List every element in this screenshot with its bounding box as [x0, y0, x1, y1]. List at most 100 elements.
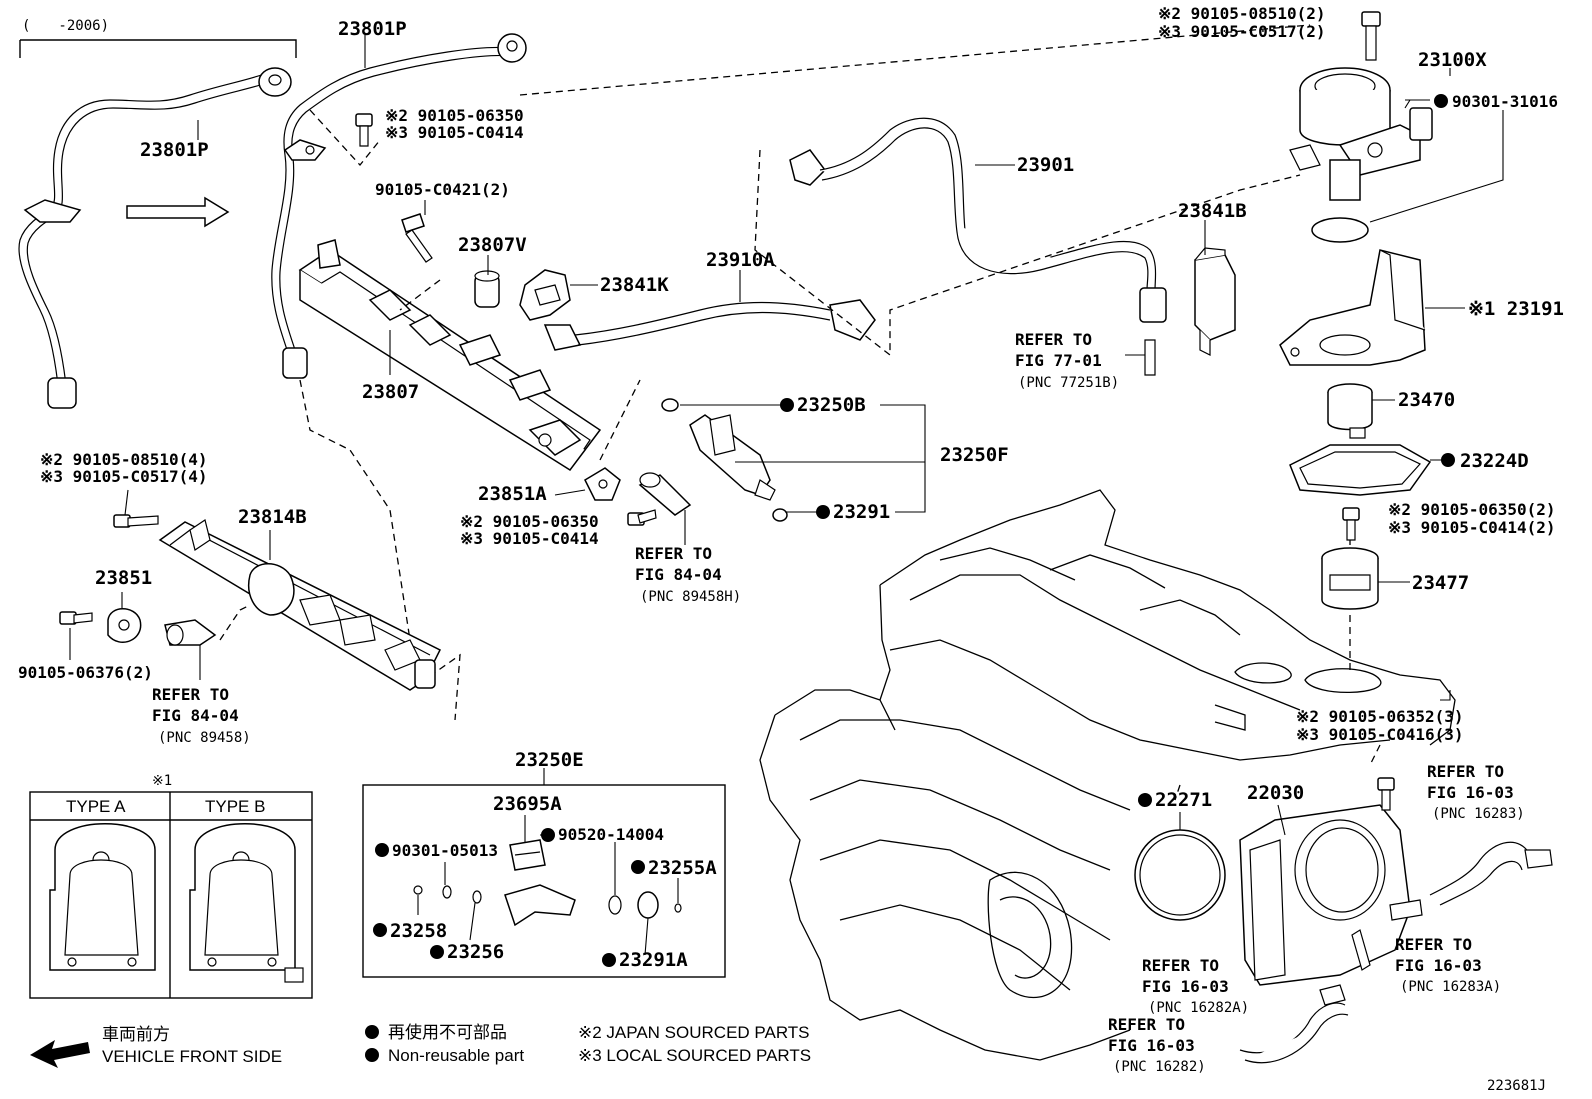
label-bolt-right-j: ※2 90105-06350(2): [1388, 500, 1556, 519]
bolt-right-90105-06350: [1342, 507, 1360, 541]
label-23841B: 23841B: [1178, 200, 1247, 222]
sensor-fig-84-04: [638, 472, 692, 516]
label-refer-1603d-1: REFER TO: [1108, 1015, 1185, 1034]
legend-nonreuse-en: Non-reusable part: [388, 1046, 524, 1065]
label-bolt-tb-j: ※2 90105-06352(3): [1296, 707, 1464, 726]
label-23470: 23470: [1398, 389, 1455, 411]
label-90105-06376: 90105-06376(2): [18, 663, 153, 682]
type-box: [29, 791, 313, 999]
bracket-23191: [1279, 249, 1426, 366]
hose-23901: [789, 117, 1167, 323]
label-bolt-mid-j: ※2 90105-06350: [460, 512, 599, 531]
label-23256: 23256: [447, 941, 504, 963]
label-refer-8404b-3: (PNC 89458): [158, 730, 251, 746]
label-refer-8404a-1: REFER TO: [635, 544, 712, 563]
label-refer-7701-c: (PNC 77251B): [1018, 375, 1119, 391]
label-bolt-mid-l: ※3 90105-C0414: [460, 529, 599, 548]
lifter-23470: [1327, 383, 1373, 439]
label-bolt-pump-l: ※3 90105-C0517(2): [1158, 22, 1326, 41]
label-23258: 23258: [390, 920, 447, 942]
legend-front-jp: 車両前方: [102, 1025, 170, 1044]
leader-lines: [69, 35, 1504, 956]
label-23851A: 23851A: [478, 483, 547, 505]
label-bolt-left-j: ※2 90105-08510(4): [40, 450, 208, 469]
label-90520-14004: 90520-14004: [558, 825, 664, 844]
label-refer-1603b-1: REFER TO: [1395, 935, 1472, 954]
injector-kit-box: [362, 768, 726, 978]
bolt-top-small: [355, 113, 373, 147]
label-22271: 22271: [1155, 789, 1212, 811]
clamp-23841K: [519, 269, 571, 321]
label-90105-c0421: 90105-C0421(2): [375, 180, 510, 199]
label-23291: 23291: [833, 501, 890, 523]
housing-23477: [1321, 547, 1379, 610]
throttle-body-22030: [1239, 777, 1423, 986]
label-22030: 22030: [1247, 782, 1304, 804]
label-refer-8404b-1: REFER TO: [152, 685, 229, 704]
label-refer-8404a-3: (PNC 89458H): [640, 589, 741, 605]
label-type-b: TYPE B: [205, 797, 265, 816]
label-23250E: 23250E: [515, 749, 584, 771]
label-refer-7701-b: FIG 77-01: [1015, 351, 1102, 370]
label-refer-1603a-1: REFER TO: [1427, 762, 1504, 781]
fuel-tube-2006: [18, 39, 297, 409]
label-refer-1603c-1: REFER TO: [1142, 956, 1219, 975]
bolt-left: [113, 514, 159, 528]
label-23851: 23851: [95, 567, 152, 589]
label-year-range: ( -2006): [22, 18, 109, 34]
label-90301-31016: 90301-31016: [1452, 92, 1558, 111]
label-23250B: 23250B: [797, 394, 866, 416]
hose-23910A: [543, 299, 876, 351]
label-refer-1603a-2: FIG 16-03: [1427, 783, 1514, 802]
fuel-pump-23100X: [1289, 11, 1433, 201]
label-23255A: 23255A: [648, 857, 717, 879]
non-reusable-markers: [365, 94, 1455, 1062]
bolt-90105-06376: [59, 611, 93, 625]
label-refer-8404b-2: FIG 84-04: [152, 706, 239, 725]
gasket-22271: [1134, 829, 1226, 921]
label-23807V: 23807V: [458, 234, 527, 256]
label-refer-7701-a: REFER TO: [1015, 330, 1092, 349]
label-refer-1603c-3: (PNC 16282A): [1148, 1000, 1249, 1016]
text-labels: ( -2006) 23801P 23801P ※2 90105-06350 ※3…: [18, 4, 1564, 1075]
label-23814B: 23814B: [238, 506, 307, 528]
label-23801P-b: 23801P: [140, 139, 209, 161]
label-refer-1603a-3: (PNC 16283): [1432, 806, 1525, 822]
legend: 車両前方 VEHICLE FRONT SIDE 再使用不可部品 Non-reus…: [30, 1022, 1546, 1094]
fuel-rail-23807: [298, 239, 602, 472]
bracket-23851A: [584, 467, 621, 501]
legend-japan-sourced: ※2 JAPAN SOURCED PARTS: [578, 1023, 810, 1042]
label-23224D: 23224D: [1460, 450, 1529, 472]
label-refer-8404a-2: FIG 84-04: [635, 565, 722, 584]
hose-16-03: [1239, 841, 1553, 1064]
label-23695A: 23695A: [493, 793, 562, 815]
bracket-23851: [107, 608, 142, 643]
bolt-mid: [627, 509, 657, 526]
label-23910A: 23910A: [706, 249, 775, 271]
delivery-pipe-23814B: [158, 519, 442, 691]
label-bolt-right-l: ※3 90105-C0414(2): [1388, 518, 1556, 537]
label-refer-1603d-3: (PNC 16282): [1113, 1059, 1206, 1075]
bolt-90105-c0421: [401, 213, 433, 263]
label-type-a: TYPE A: [66, 797, 126, 816]
engine-outline: [759, 489, 1456, 1061]
label-refer-1603b-2: FIG 16-03: [1395, 956, 1482, 975]
legend-nonreuse-jp: 再使用不可部品: [388, 1022, 507, 1042]
legend-front-en: VEHICLE FRONT SIDE: [102, 1047, 282, 1066]
label-bolt-pump-j: ※2 90105-08510(2): [1158, 4, 1326, 23]
label-bolt-top-j: ※2 90105-06350: [385, 106, 524, 125]
label-refer-1603b-3: (PNC 16283A): [1400, 979, 1501, 995]
collar-23807V: [474, 270, 500, 308]
o-ring-90301-31016: [1311, 217, 1369, 243]
injector-23250F: [661, 398, 788, 522]
label-23807: 23807: [362, 381, 419, 403]
label-90301-05013: 90301-05013: [392, 841, 498, 860]
label-23477: 23477: [1412, 572, 1469, 594]
label-note1: ※1: [152, 773, 172, 789]
vehicle-front-arrow-icon: [30, 1040, 90, 1068]
legend-local-sourced: ※3 LOCAL SOURCED PARTS: [578, 1046, 811, 1065]
label-23191: ※1 23191: [1468, 298, 1564, 320]
sensor-left: [164, 619, 217, 646]
label-23250F: 23250F: [940, 444, 1009, 466]
